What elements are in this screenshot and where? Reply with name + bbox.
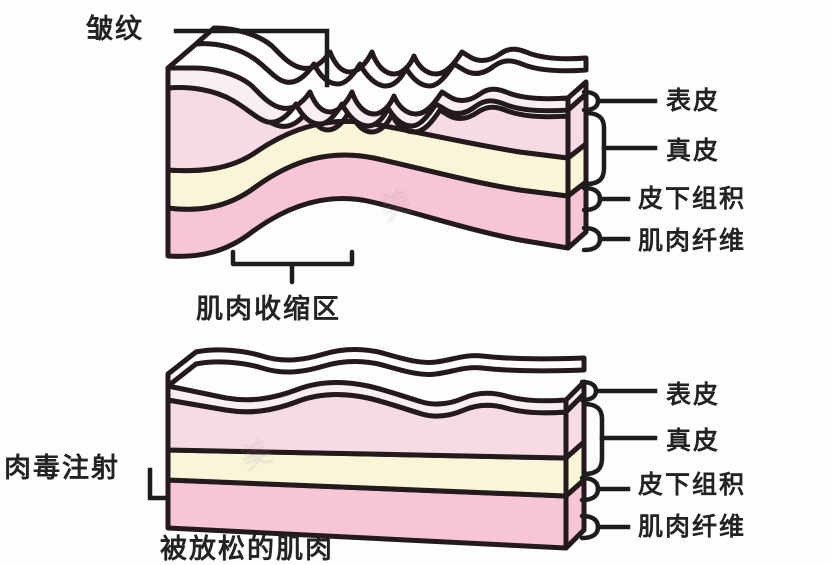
wrinkle-leader-line bbox=[173, 28, 330, 88]
label-subcutaneous-bottom: 皮下组积 bbox=[638, 470, 747, 499]
label-muscle-fiber-top: 肌肉纤维 bbox=[638, 226, 747, 255]
label-dermis-top: 真皮 bbox=[666, 136, 721, 165]
muscle-contraction-bracket bbox=[230, 249, 355, 285]
botox-leader-line bbox=[147, 467, 171, 501]
label-relaxed-muscle: 被放松的肌肉 bbox=[160, 534, 334, 565]
label-muscle-contraction-zone: 肌肉收缩区 bbox=[196, 294, 341, 325]
label-botox-injection: 肉毒注射 bbox=[4, 453, 120, 484]
label-muscle-fiber-bottom: 肌肉纤维 bbox=[638, 512, 747, 541]
skin-surface-top bbox=[165, 25, 589, 89]
panel-relaxed bbox=[147, 347, 658, 551]
panel-contracted bbox=[165, 25, 658, 285]
right-face-muscle-top bbox=[565, 179, 589, 251]
label-epidermis-top: 表皮 bbox=[666, 86, 721, 115]
bracket-dermis-top bbox=[583, 110, 607, 187]
label-epidermis-bottom: 表皮 bbox=[666, 380, 721, 409]
label-subcutaneous-top: 皮下组积 bbox=[638, 184, 747, 213]
label-wrinkle: 皱纹 bbox=[86, 14, 144, 45]
bracket-dermis-bottom bbox=[581, 401, 605, 477]
skin-surface-bottom bbox=[165, 347, 587, 389]
label-dermis-bottom: 真皮 bbox=[666, 426, 721, 455]
